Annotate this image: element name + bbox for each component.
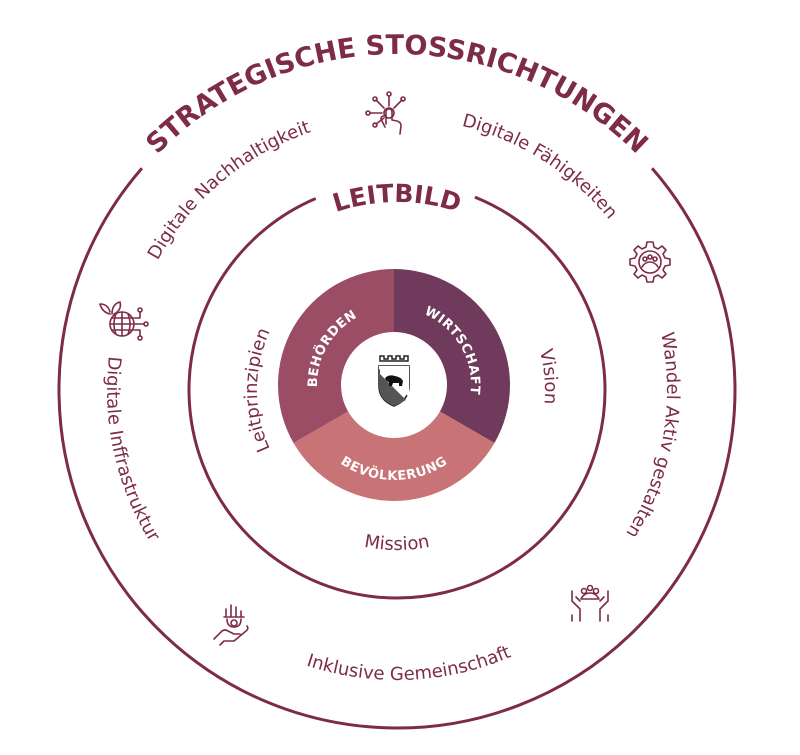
label-inklusive-gemeinschaft: Inklusive Gemeinschaft (304, 642, 513, 685)
bern-coat-of-arms-icon (378, 355, 410, 407)
hand-gear-icon (213, 604, 249, 646)
segment-bevoelkerung (293, 385, 495, 501)
touch-network-icon (365, 91, 406, 135)
label-wandel-aktiv-gestalten: Wandel Aktiv gestalten (621, 331, 683, 542)
outer-ring-circle (57, 167, 737, 730)
outer-ring-title: STRATEGISCHE STOSSRICHTUNGEN (140, 30, 653, 160)
label-leitprinzipien: Leitprinzipien (241, 325, 275, 455)
middle-ring-circle (187, 195, 607, 600)
label-mission: Mission (363, 531, 431, 555)
globe-leaf-icon (99, 301, 149, 341)
hands-people-icon (571, 584, 609, 622)
label-vision: Vision (535, 347, 561, 405)
label-digitale-infrastruktur: Digitale Inffrastruktur (102, 356, 164, 546)
gear-people-icon (629, 241, 671, 283)
middle-ring-title: LEITBILD (329, 179, 464, 218)
